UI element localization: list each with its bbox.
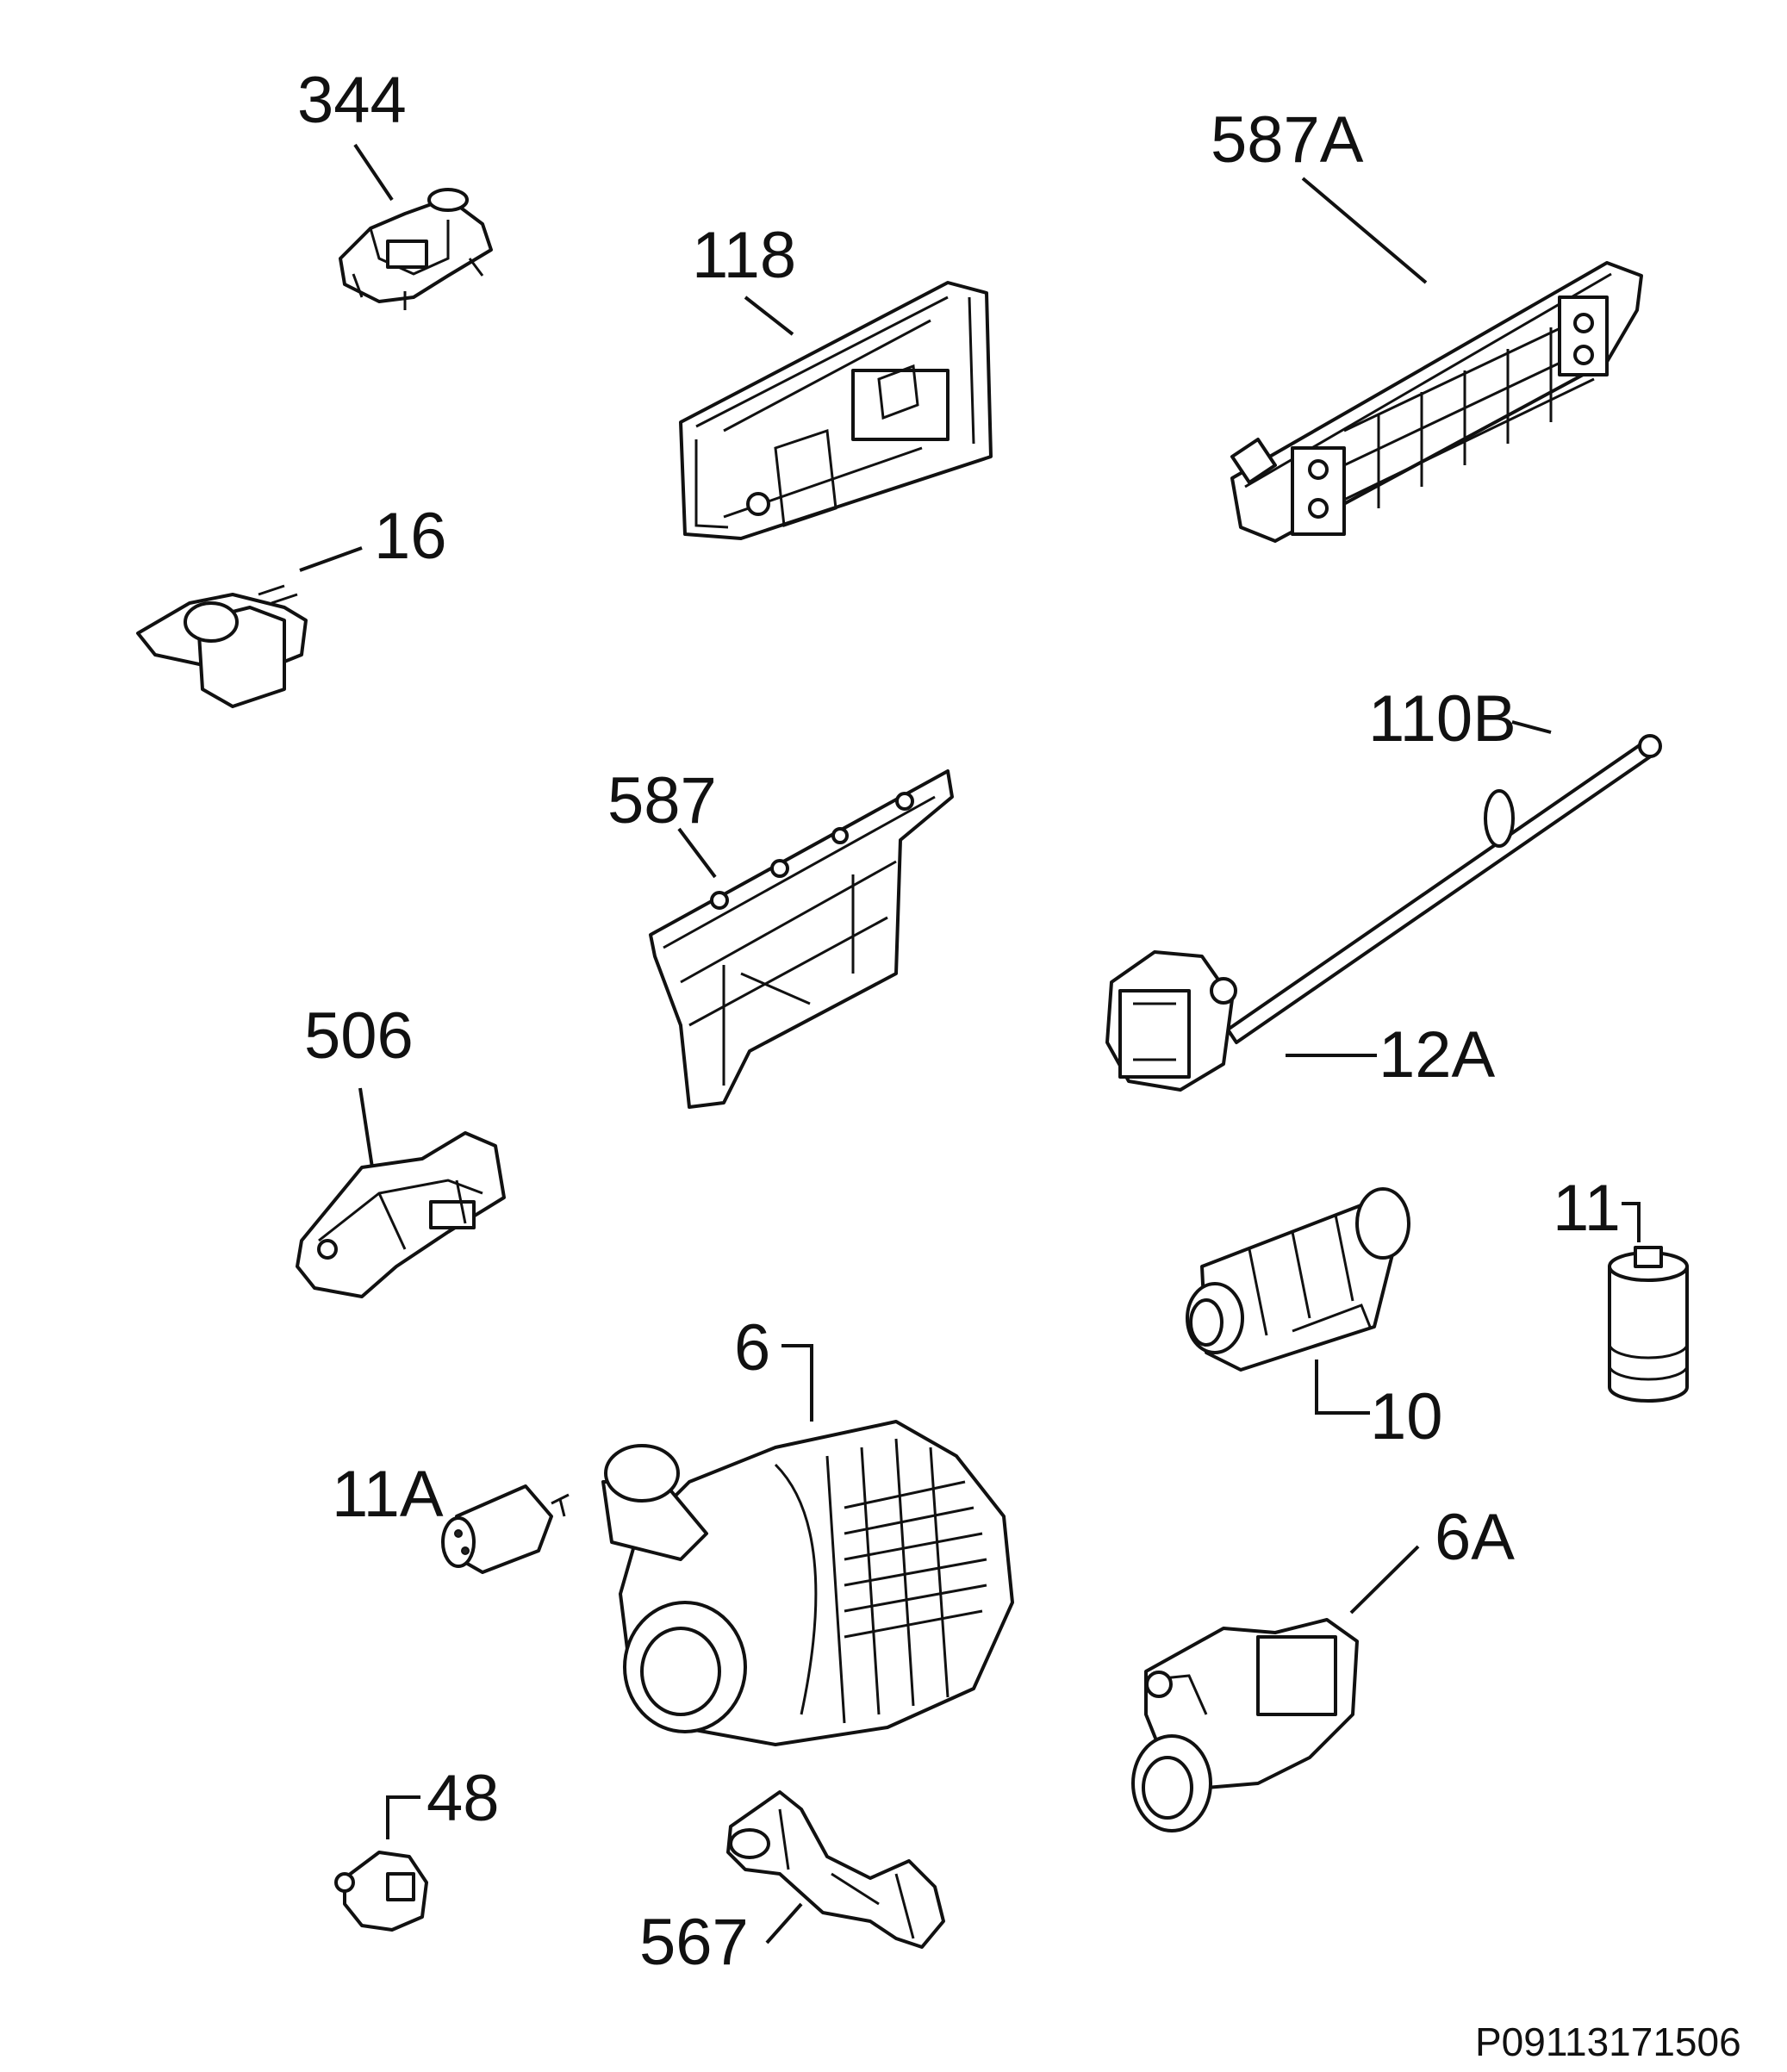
label-6: 6 <box>734 1311 770 1384</box>
label-48: 48 <box>427 1762 500 1835</box>
part-587A-drawing <box>1230 177 1643 543</box>
label-118: 118 <box>692 219 796 292</box>
part-16-drawing <box>136 546 363 708</box>
part-11-drawing <box>1608 1202 1689 1403</box>
part-10-drawing <box>1186 1187 1410 1415</box>
part-12A-drawing <box>1105 950 1377 1092</box>
label-567: 567 <box>639 1906 749 1979</box>
label-10: 10 <box>1370 1380 1443 1453</box>
part-587-drawing <box>649 769 954 1109</box>
part-344-drawing <box>339 143 493 310</box>
part-110B-drawing <box>1226 720 1662 1044</box>
part-11A-drawing <box>441 1484 570 1574</box>
label-344: 344 <box>297 64 407 137</box>
label-11: 11 <box>1553 1172 1621 1245</box>
label-16: 16 <box>374 500 447 573</box>
label-110B: 110B <box>1368 682 1516 756</box>
part-506-drawing <box>296 1087 506 1298</box>
part-6A-drawing <box>1131 1545 1420 1832</box>
part-118-drawing <box>679 281 993 540</box>
label-6A: 6A <box>1435 1501 1515 1574</box>
label-11A: 11A <box>332 1458 444 1531</box>
label-587A: 587A <box>1211 103 1364 177</box>
part-6-drawing <box>601 1344 1014 1746</box>
drawing-code: P09113171506 <box>1475 2019 1741 2064</box>
part-48-drawing <box>334 1795 428 1932</box>
label-12A: 12A <box>1379 1018 1496 1092</box>
label-587: 587 <box>607 764 717 837</box>
label-506: 506 <box>304 999 414 1073</box>
part-567-drawing <box>726 1790 945 1949</box>
